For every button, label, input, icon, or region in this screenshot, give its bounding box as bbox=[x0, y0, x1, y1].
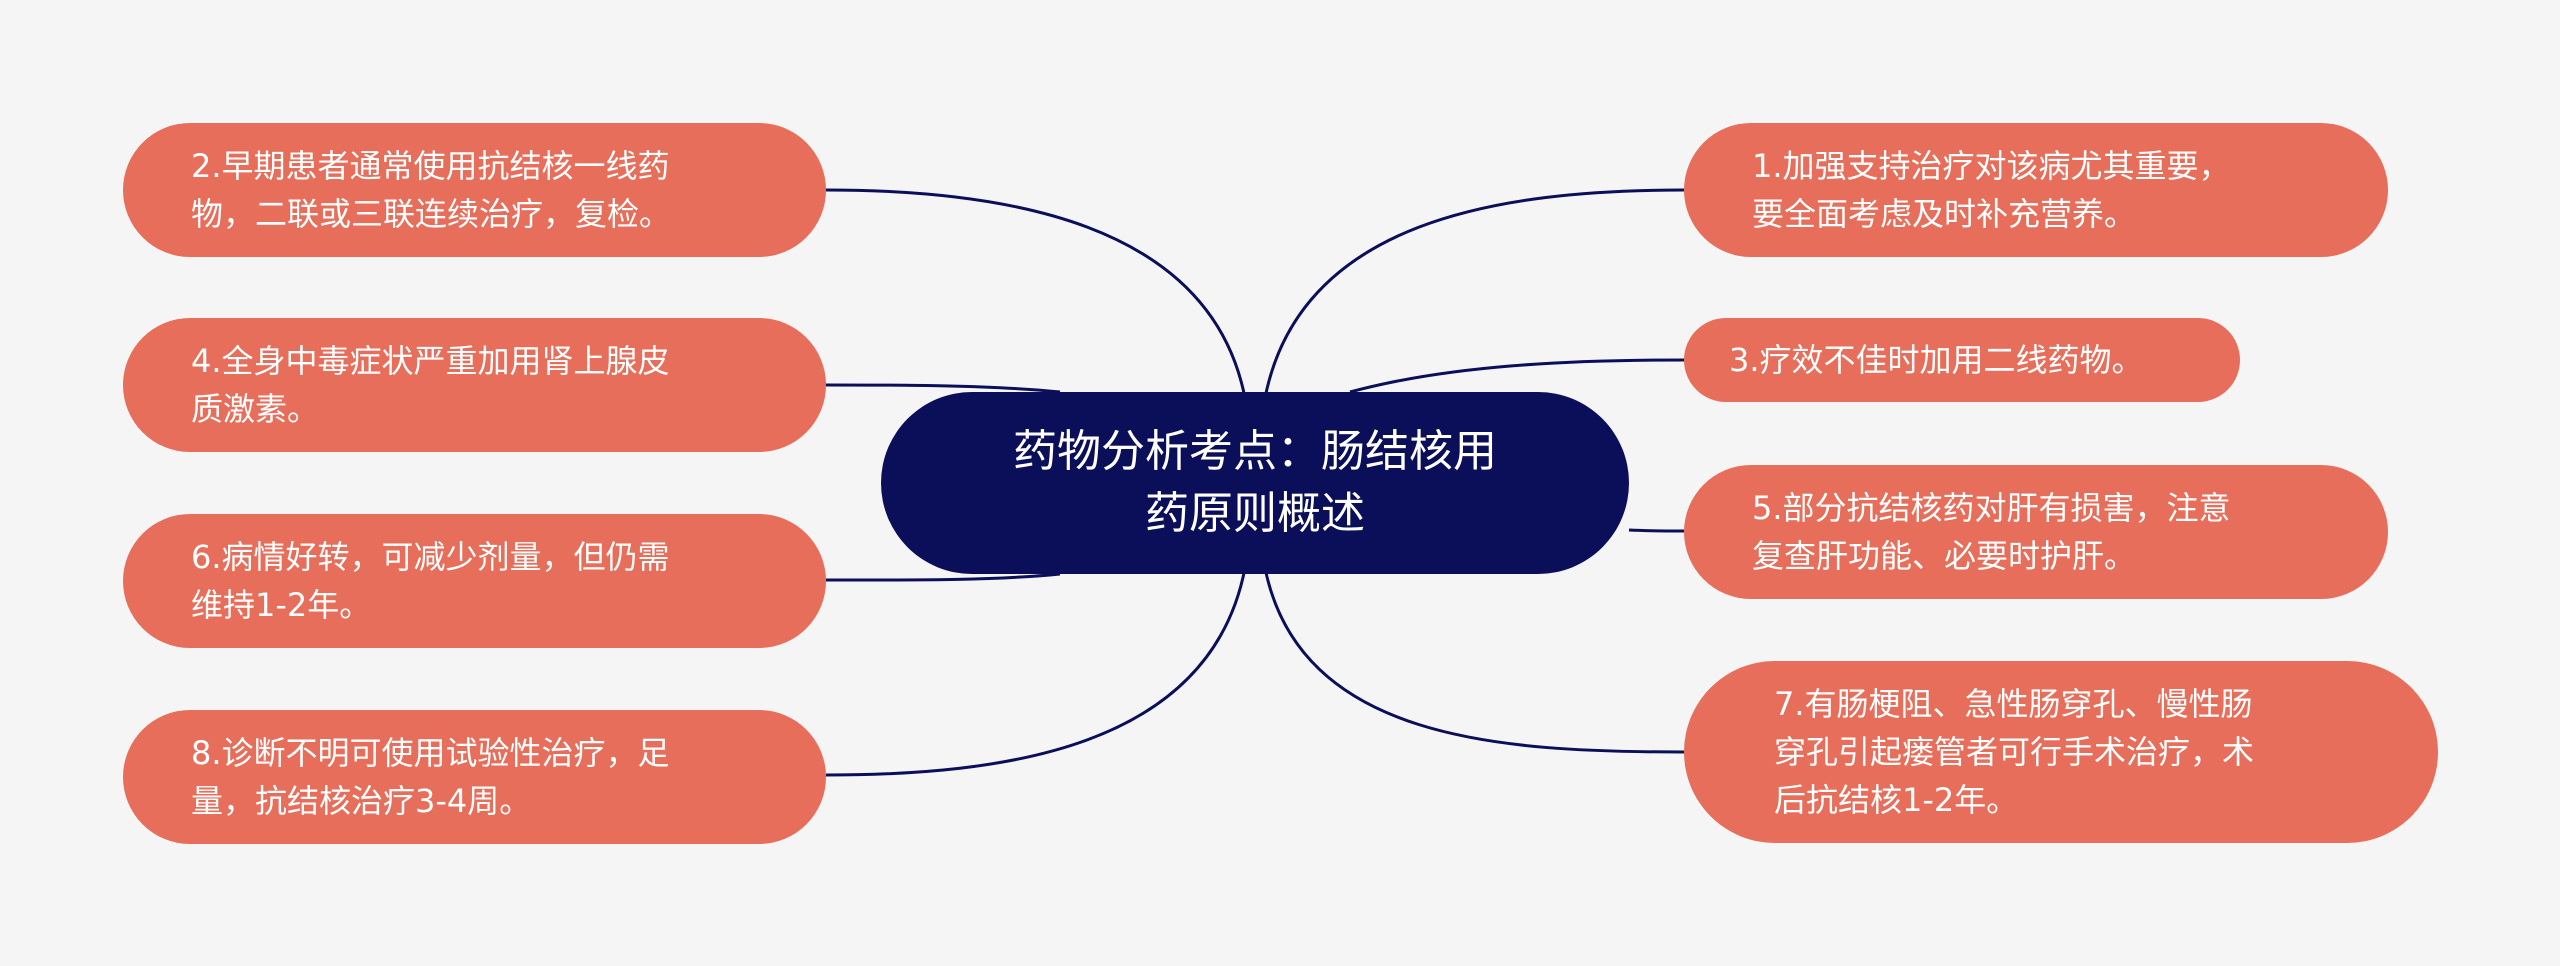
root-topic-node[interactable]: 药物分析考点：肠结核用 药原则概述 bbox=[881, 392, 1629, 574]
topic-label-2: 2.早期患者通常使用抗结核一线药 物，二联或三联连续治疗，复检。 bbox=[191, 147, 672, 233]
topic-label-6: 6.病情好转，可减少剂量，但仍需 维持1-2年。 bbox=[191, 538, 670, 624]
topic-node-8[interactable]: 8.诊断不明可使用试验性治疗，足 量，抗结核治疗3-4周。 bbox=[123, 710, 826, 844]
connector-n7 bbox=[1263, 567, 1685, 754]
connector-n3 bbox=[1349, 358, 1685, 394]
topic-label-1: 1.加强支持治疗对该病尤其重要， 要全面考虑及时补充营养。 bbox=[1752, 147, 2231, 233]
topic-node-7[interactable]: 7.有肠梗阻、急性肠穿孔、慢性肠 穿孔引起瘘管者可行手术治疗，术 后抗结核1-2… bbox=[1684, 661, 2438, 843]
connector-n5 bbox=[1628, 528, 1685, 533]
topic-label-5: 5.部分抗结核药对肝有损害，注意 复查肝功能、必要时护肝。 bbox=[1752, 489, 2231, 575]
connector-n8 bbox=[825, 567, 1247, 777]
root-topic-label: 药物分析考点：肠结核用 药原则概述 bbox=[1013, 426, 1497, 539]
connector-n2 bbox=[825, 188, 1247, 399]
topic-node-2[interactable]: 2.早期患者通常使用抗结核一线药 物，二联或三联连续治疗，复检。 bbox=[123, 123, 826, 257]
topic-label-8: 8.诊断不明可使用试验性治疗，足 量，抗结核治疗3-4周。 bbox=[191, 734, 670, 820]
connector-n6 bbox=[825, 572, 1061, 582]
connector-n4 bbox=[825, 383, 1061, 394]
topic-node-4[interactable]: 4.全身中毒症状严重加用肾上腺皮 质激素。 bbox=[123, 318, 826, 452]
topic-node-6[interactable]: 6.病情好转，可减少剂量，但仍需 维持1-2年。 bbox=[123, 514, 826, 648]
topic-label-7: 7.有肠梗阻、急性肠穿孔、慢性肠 穿孔引起瘘管者可行手术治疗，术 后抗结核1-2… bbox=[1774, 685, 2255, 819]
topic-node-3[interactable]: 3.疗效不佳时加用二线药物。 bbox=[1684, 318, 2240, 402]
connector-n1 bbox=[1263, 188, 1685, 399]
topic-node-5[interactable]: 5.部分抗结核药对肝有损害，注意 复查肝功能、必要时护肝。 bbox=[1684, 465, 2388, 599]
topic-label-4: 4.全身中毒症状严重加用肾上腺皮 质激素。 bbox=[191, 342, 670, 428]
topic-label-3: 3.疗效不佳时加用二线药物。 bbox=[1729, 341, 2144, 379]
topic-node-1[interactable]: 1.加强支持治疗对该病尤其重要， 要全面考虑及时补充营养。 bbox=[1684, 123, 2388, 257]
